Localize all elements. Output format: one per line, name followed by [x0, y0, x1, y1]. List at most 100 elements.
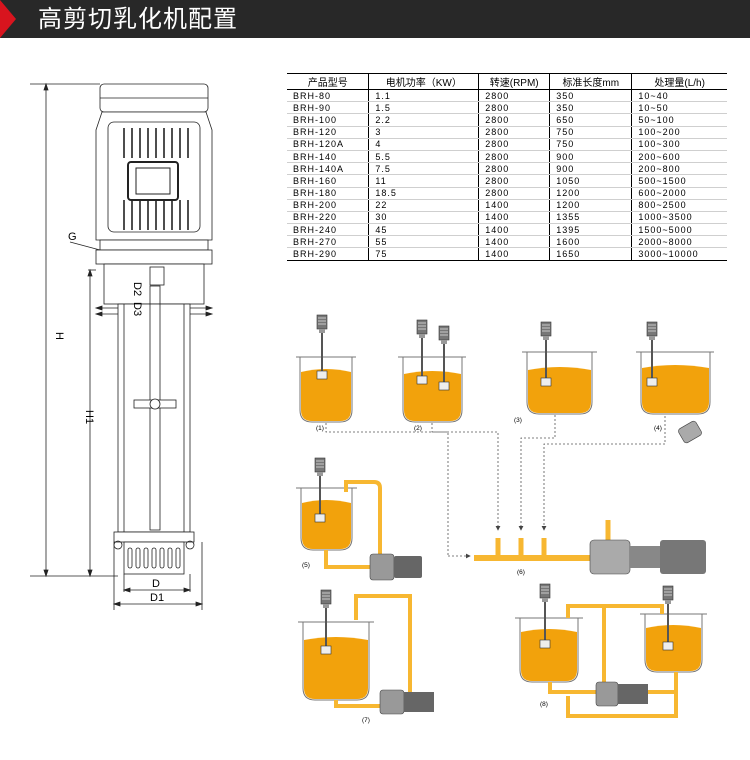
table-cell: BRH-220	[287, 211, 369, 225]
config-3-label: (3)	[514, 417, 522, 424]
table-cell: 2800	[478, 150, 550, 164]
table-header-row: 产品型号 电机功率（KW） 转速(RPM) 标准长度mm 处理量(L/h)	[287, 73, 727, 90]
table-cell: 5.5	[368, 150, 479, 164]
table-cell: 350	[549, 101, 632, 115]
label-d1: D1	[150, 592, 164, 604]
table-cell: 2.2	[368, 113, 479, 127]
table-cell: 1400	[478, 247, 550, 261]
table-cell: BRH-120	[287, 126, 369, 139]
label-g: G	[68, 231, 77, 243]
table-cell: 900	[549, 162, 632, 176]
table-cell: 75	[368, 247, 479, 261]
config-8-label: (8)	[540, 701, 548, 708]
config-7: (7)	[298, 589, 434, 724]
table-cell: 1050	[549, 174, 632, 188]
config-2-label: (2)	[414, 425, 422, 432]
table-cell: BRH-180	[287, 187, 369, 200]
header-model: 产品型号	[287, 73, 369, 90]
header-speed: 转速(RPM)	[478, 73, 550, 90]
table-cell: 10~50	[631, 101, 727, 115]
table-cell: 1395	[549, 223, 632, 237]
label-d2: D2	[131, 282, 143, 296]
table-cell: BRH-140	[287, 150, 369, 164]
table-cell: 2800	[478, 187, 550, 200]
table-cell: 2800	[478, 101, 550, 115]
config-4-label: (4)	[654, 425, 662, 432]
table-cell: 500~1500	[631, 174, 727, 188]
config-1-label: (1)	[316, 425, 324, 432]
config-2: (2)	[398, 319, 466, 432]
config-5-label: (5)	[302, 562, 310, 569]
table-cell: BRH-160	[287, 174, 369, 188]
table-cell: 1000~3500	[631, 211, 727, 225]
table-cell: BRH-200	[287, 199, 369, 212]
table-cell: BRH-270	[287, 235, 369, 249]
config-3: (3)	[514, 321, 597, 424]
table-cell: 1400	[478, 199, 550, 212]
table-cell: 1355	[549, 211, 632, 225]
label-d3: D3	[131, 302, 143, 316]
config-6: (6)	[474, 520, 706, 576]
table-cell: 1500~5000	[631, 223, 727, 237]
title-banner: 高剪切乳化机配置	[0, 0, 750, 38]
table-cell: 350	[549, 89, 632, 103]
table-cell: BRH-120A	[287, 138, 369, 151]
header-capacity: 处理量(L/h)	[631, 73, 727, 90]
config-6-label: (6)	[517, 569, 525, 576]
config-1: (1)	[296, 314, 356, 432]
table-cell: 11	[368, 174, 479, 188]
config-8: (8)	[515, 583, 707, 718]
page-title: 高剪切乳化机配置	[38, 5, 238, 33]
table-cell: 2800	[478, 113, 550, 127]
table-cell: 55	[368, 235, 479, 249]
spec-table: 产品型号 电机功率（KW） 转速(RPM) 标准长度mm 处理量(L/h) BR…	[287, 73, 727, 261]
table-cell: 30	[368, 211, 479, 225]
table-cell: 2800	[478, 174, 550, 188]
table-cell: BRH-90	[287, 101, 369, 115]
config-5: (5)	[296, 457, 422, 581]
table-cell: 2800	[478, 89, 550, 103]
table-cell: 200~600	[631, 150, 727, 164]
label-h: H	[53, 332, 65, 340]
table-cell: 1200	[549, 199, 632, 212]
chevron-right-icon	[0, 0, 16, 38]
header-power: 电机功率（KW）	[368, 73, 479, 90]
table-cell: 200~800	[631, 162, 727, 176]
table-cell: 2800	[478, 126, 550, 139]
table-cell: 4	[368, 138, 479, 151]
config-4: (4)	[636, 321, 714, 444]
table-cell: BRH-240	[287, 223, 369, 237]
table-cell: 750	[549, 126, 632, 139]
header-length: 标准长度mm	[549, 73, 632, 90]
table-cell: 2800	[478, 162, 550, 176]
table-cell: 1200	[549, 187, 632, 200]
table-cell: 1400	[478, 223, 550, 237]
table-cell: 2000~8000	[631, 235, 727, 249]
table-cell: 100~300	[631, 138, 727, 151]
table-cell: 3000~10000	[631, 247, 727, 261]
table-cell: 1650	[549, 247, 632, 261]
table-cell: 50~100	[631, 113, 727, 127]
table-cell: 22	[368, 199, 479, 212]
table-cell: 1600	[549, 235, 632, 249]
label-h1: H1	[83, 410, 95, 424]
table-cell: 3	[368, 126, 479, 139]
table-cell: 45	[368, 223, 479, 237]
table-cell: 750	[549, 138, 632, 151]
table-cell: 800~2500	[631, 199, 727, 212]
config-7-label: (7)	[362, 717, 370, 724]
table-cell: 10~40	[631, 89, 727, 103]
label-d: D	[152, 578, 160, 590]
table-cell: 2800	[478, 138, 550, 151]
